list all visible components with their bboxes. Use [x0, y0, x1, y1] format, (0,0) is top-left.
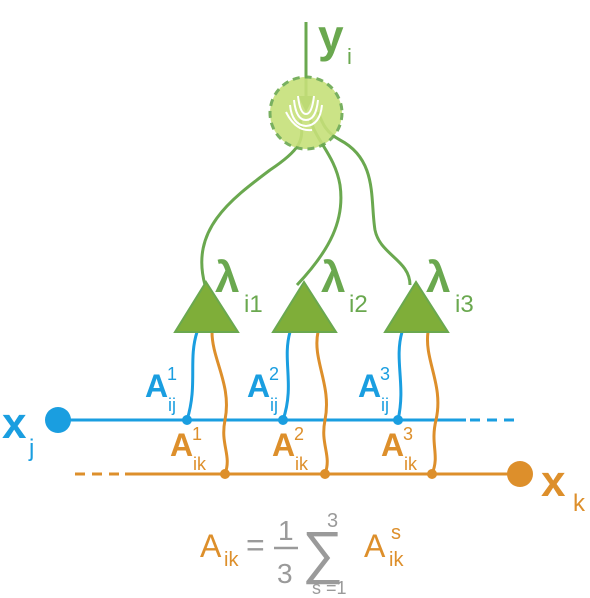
weight-ik-3-sub: ik — [404, 454, 418, 474]
xk-node — [507, 461, 533, 487]
neuron-2-label-sub: i2 — [349, 291, 368, 318]
weight-ij-1-sup: 1 — [167, 364, 177, 384]
neurons — [173, 280, 450, 333]
neuron-1-label-sub: i1 — [244, 291, 263, 318]
xj-label-sub: j — [28, 435, 34, 462]
weight-ij-1-sub: ij — [168, 395, 176, 415]
xk-label-sub: k — [573, 490, 586, 517]
weight-ij-2: A — [247, 368, 270, 404]
output-label: y — [318, 10, 344, 62]
soma — [268, 75, 344, 151]
weight-ik-2: A — [272, 427, 295, 463]
weight-ik-2-sub: ik — [295, 454, 309, 474]
formula-rhs-sup: s — [391, 522, 401, 544]
formula-sum-lower: s =1 — [312, 578, 347, 598]
weight-ik-3-sup: 3 — [403, 424, 413, 444]
formula-frac-num: 1 — [278, 515, 294, 546]
neuron-3-label: λ — [426, 253, 450, 302]
xj-node — [45, 407, 71, 433]
orange-wire-3 — [425, 331, 440, 475]
weight-ij-3-sup: 3 — [380, 364, 390, 384]
orange-wire-2 — [315, 331, 329, 475]
weight-ik-2-sup: 2 — [294, 424, 304, 444]
formula-sum-upper: 3 — [327, 510, 338, 532]
weight-ij-3: A — [358, 368, 381, 404]
blue-wire-3 — [396, 331, 404, 421]
weights-ij: A 1 ij A 2 ij A 3 ij — [145, 364, 390, 415]
weight-ij-3-sub: ij — [381, 395, 389, 415]
xk-label: x — [541, 457, 566, 506]
formula-rhs: A — [364, 528, 386, 564]
neuron-1-label: λ — [215, 253, 239, 302]
xj-label: x — [2, 399, 27, 448]
weight-ik-3: A — [381, 427, 404, 463]
weight-ik-1: A — [170, 427, 193, 463]
formula-equals: = — [246, 527, 265, 563]
orange-synapses — [210, 331, 440, 475]
neuron-1 — [173, 280, 240, 333]
formula-sigma: ∑ — [302, 520, 343, 585]
neuron-3 — [383, 280, 450, 333]
weights-ik: A 1 ik A 2 ik A 3 ik — [170, 424, 418, 474]
blue-wire-2 — [281, 331, 292, 421]
orange-synapse-dots — [220, 469, 437, 479]
weight-ik-1-sup: 1 — [192, 424, 202, 444]
weight-ij-2-sup: 2 — [269, 364, 279, 384]
neuron-2-label: λ — [321, 253, 345, 302]
weight-ij-1: A — [145, 368, 168, 404]
output-label-sub: i — [347, 44, 352, 69]
blue-synapse-dots — [182, 415, 403, 425]
formula-lhs-sub: ik — [224, 549, 239, 571]
blue-wire-1 — [185, 331, 199, 421]
neuron-3-label-sub: i3 — [455, 291, 474, 318]
green-dendrites — [200, 22, 412, 287]
formula-rhs-sub: ik — [389, 549, 404, 571]
weight-ik-1-sub: ik — [193, 454, 207, 474]
formula-lhs: A — [200, 528, 222, 564]
orange-wire-1 — [210, 331, 229, 475]
neuron-2 — [271, 280, 338, 333]
blue-synapses — [185, 331, 404, 421]
formula: A ik = 1 3 3 ∑ s =1 A s ik — [200, 510, 404, 598]
weight-ij-2-sub: ij — [270, 395, 278, 415]
formula-frac-den: 3 — [277, 558, 293, 589]
